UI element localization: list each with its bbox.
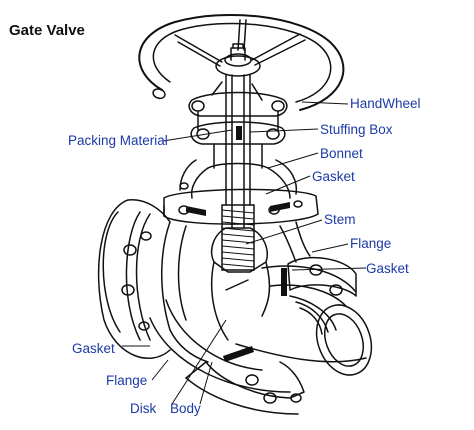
label-flange-left: Flange (106, 373, 148, 388)
diagram-title: Gate Valve (9, 22, 85, 39)
handwheel-part (138, 14, 345, 111)
label-bonnet: Bonnet (320, 146, 363, 161)
label-gasket-left: Gasket (72, 341, 115, 356)
label-stem: Stem (324, 212, 356, 227)
label-packing-material: Packing Material (68, 133, 168, 148)
bonnet-part (163, 159, 319, 225)
stem-thread (221, 204, 255, 271)
disk-part (210, 227, 271, 341)
label-flange-right: Flange (350, 236, 392, 251)
label-disk: Disk (130, 401, 157, 416)
label-gasket-top: Gasket (312, 169, 355, 184)
label-stuffing-box: Stuffing Box (320, 122, 393, 137)
leader-lines (122, 101, 367, 405)
label-handwheel: HandWheel (350, 96, 421, 111)
pipe-part (185, 256, 373, 415)
gasket-marks (186, 126, 290, 362)
label-gasket-right: Gasket (366, 261, 409, 276)
label-body: Body (170, 401, 201, 416)
body-part (97, 199, 311, 393)
